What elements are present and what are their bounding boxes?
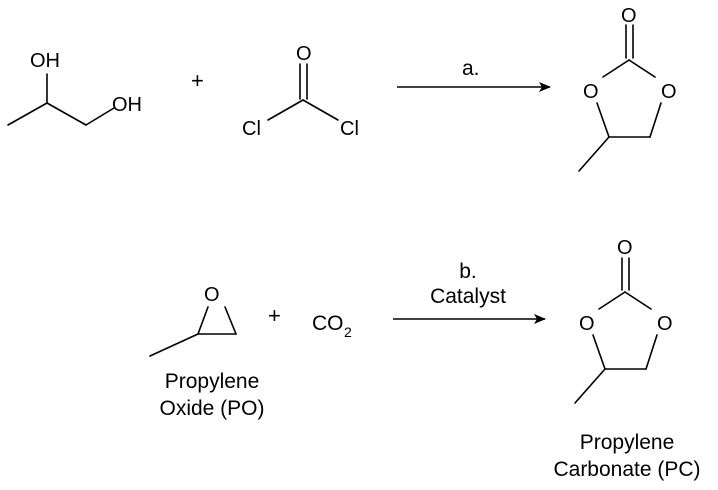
propylene-oxide-name-line2: Oxide (PO) — [159, 397, 264, 420]
phosgene-oxygen: O — [296, 43, 312, 65]
product-b-carbonyl-oxygen: O — [617, 237, 633, 259]
product-a-ring-oxygen-left: O — [583, 81, 599, 103]
carbon-dioxide-formula: CO 2 — [312, 312, 352, 340]
phosgene-structure: O Cl Cl — [242, 43, 359, 140]
propylene-oxide-name-line1: Propylene — [165, 370, 260, 393]
phosgene-chlorine-right: Cl — [340, 118, 359, 140]
propylene-carbonate-structure-a: O O O — [578, 5, 677, 172]
product-a-ring-oxygen-right: O — [661, 81, 677, 103]
propylene-carbonate-name-line1: Propylene — [580, 431, 675, 454]
propylene-oxide-structure: O Propylene Oxide (PO) — [149, 284, 265, 420]
product-b-ring-oxygen-left: O — [579, 313, 595, 335]
propylene-oxide-oxygen: O — [204, 284, 220, 306]
arrow-label-b-catalyst: Catalyst — [430, 285, 506, 308]
phosgene-chlorine-left: Cl — [242, 118, 261, 140]
propylene-carbonate-structure-b: O O O Propylene Carbonate (PC) — [553, 237, 700, 481]
propylene-glycol-structure: OH OH — [7, 50, 142, 126]
propylene-carbonate-name-line2: Carbonate (PC) — [553, 458, 700, 481]
arrow-label-b-line1: b. — [459, 260, 477, 283]
propylene-glycol-oh-top: OH — [30, 50, 60, 72]
co2-formula-main: CO — [312, 312, 344, 335]
reaction-arrow-b: b. Catalyst — [393, 260, 546, 324]
plus-sign-b: + — [268, 303, 281, 328]
plus-sign-a: + — [191, 68, 204, 93]
propylene-glycol-oh-bottom: OH — [112, 94, 142, 116]
co2-formula-subscript: 2 — [344, 324, 352, 340]
reaction-arrow-a: a. — [397, 57, 551, 92]
product-b-ring-oxygen-right: O — [657, 313, 673, 335]
arrow-label-a: a. — [462, 57, 480, 80]
product-a-carbonyl-oxygen: O — [621, 5, 637, 27]
